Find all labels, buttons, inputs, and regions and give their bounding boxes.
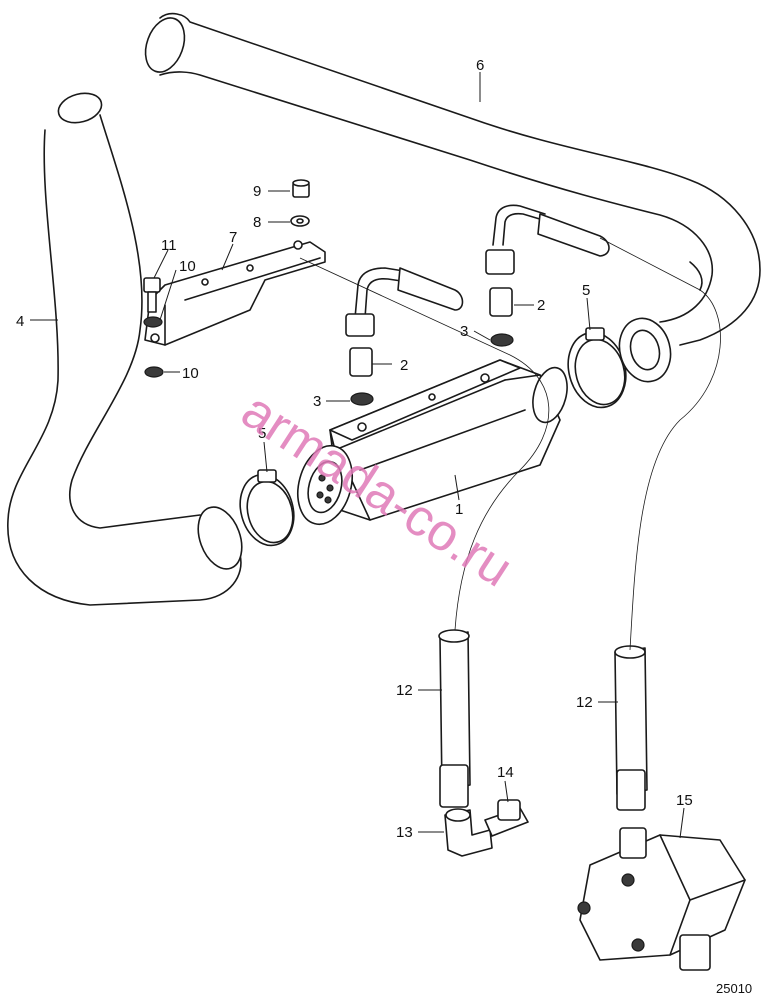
callout-15: 15 xyxy=(676,792,693,809)
callout-9: 9 xyxy=(253,183,261,200)
callout-3-left: 3 xyxy=(313,393,321,410)
pump-15 xyxy=(577,827,746,971)
callout-11: 11 xyxy=(161,237,177,254)
hose-12-right xyxy=(614,645,648,811)
hose-clamp-5-right xyxy=(567,327,627,409)
callout-12-left: 12 xyxy=(396,682,413,699)
drawing-number: 25010 xyxy=(716,981,752,996)
heat-exchanger-1 xyxy=(297,359,568,526)
bracket-7 xyxy=(144,240,326,346)
callout-8: 8 xyxy=(253,214,261,231)
callout-2-right: 2 xyxy=(537,297,545,314)
hose-12-left xyxy=(438,629,471,808)
bolt-11 xyxy=(143,277,161,313)
callout-13: 13 xyxy=(396,824,413,841)
callout-5-left: 5 xyxy=(258,425,266,442)
leader-lines xyxy=(30,72,685,839)
routing-line-right xyxy=(599,237,721,651)
callout-1: 1 xyxy=(455,501,463,518)
callout-7: 7 xyxy=(229,229,237,246)
hose-6-end xyxy=(618,317,672,383)
washer-8 xyxy=(290,215,310,227)
fitting-2-right xyxy=(485,204,610,347)
callout-6: 6 xyxy=(476,57,484,74)
washer-10-upper xyxy=(143,316,163,328)
callout-4: 4 xyxy=(16,313,24,330)
routing-line-left xyxy=(299,257,550,631)
bolt-9 xyxy=(292,179,310,198)
hose-6 xyxy=(144,12,761,346)
elbow-fitting-13 xyxy=(444,808,493,857)
fitting-2-left xyxy=(345,267,464,406)
nipple-14 xyxy=(484,799,529,837)
callout-10-lower: 10 xyxy=(182,365,199,382)
hose-4 xyxy=(7,92,243,606)
callout-3-right: 3 xyxy=(460,323,468,340)
callout-14: 14 xyxy=(497,764,514,781)
washer-10-lower xyxy=(144,366,164,378)
callout-5-right: 5 xyxy=(582,282,590,299)
callout-12-right: 12 xyxy=(576,694,593,711)
hose-clamp-5-left xyxy=(239,469,295,547)
callout-2-left: 2 xyxy=(400,357,408,374)
callout-10-upper: 10 xyxy=(179,258,196,275)
